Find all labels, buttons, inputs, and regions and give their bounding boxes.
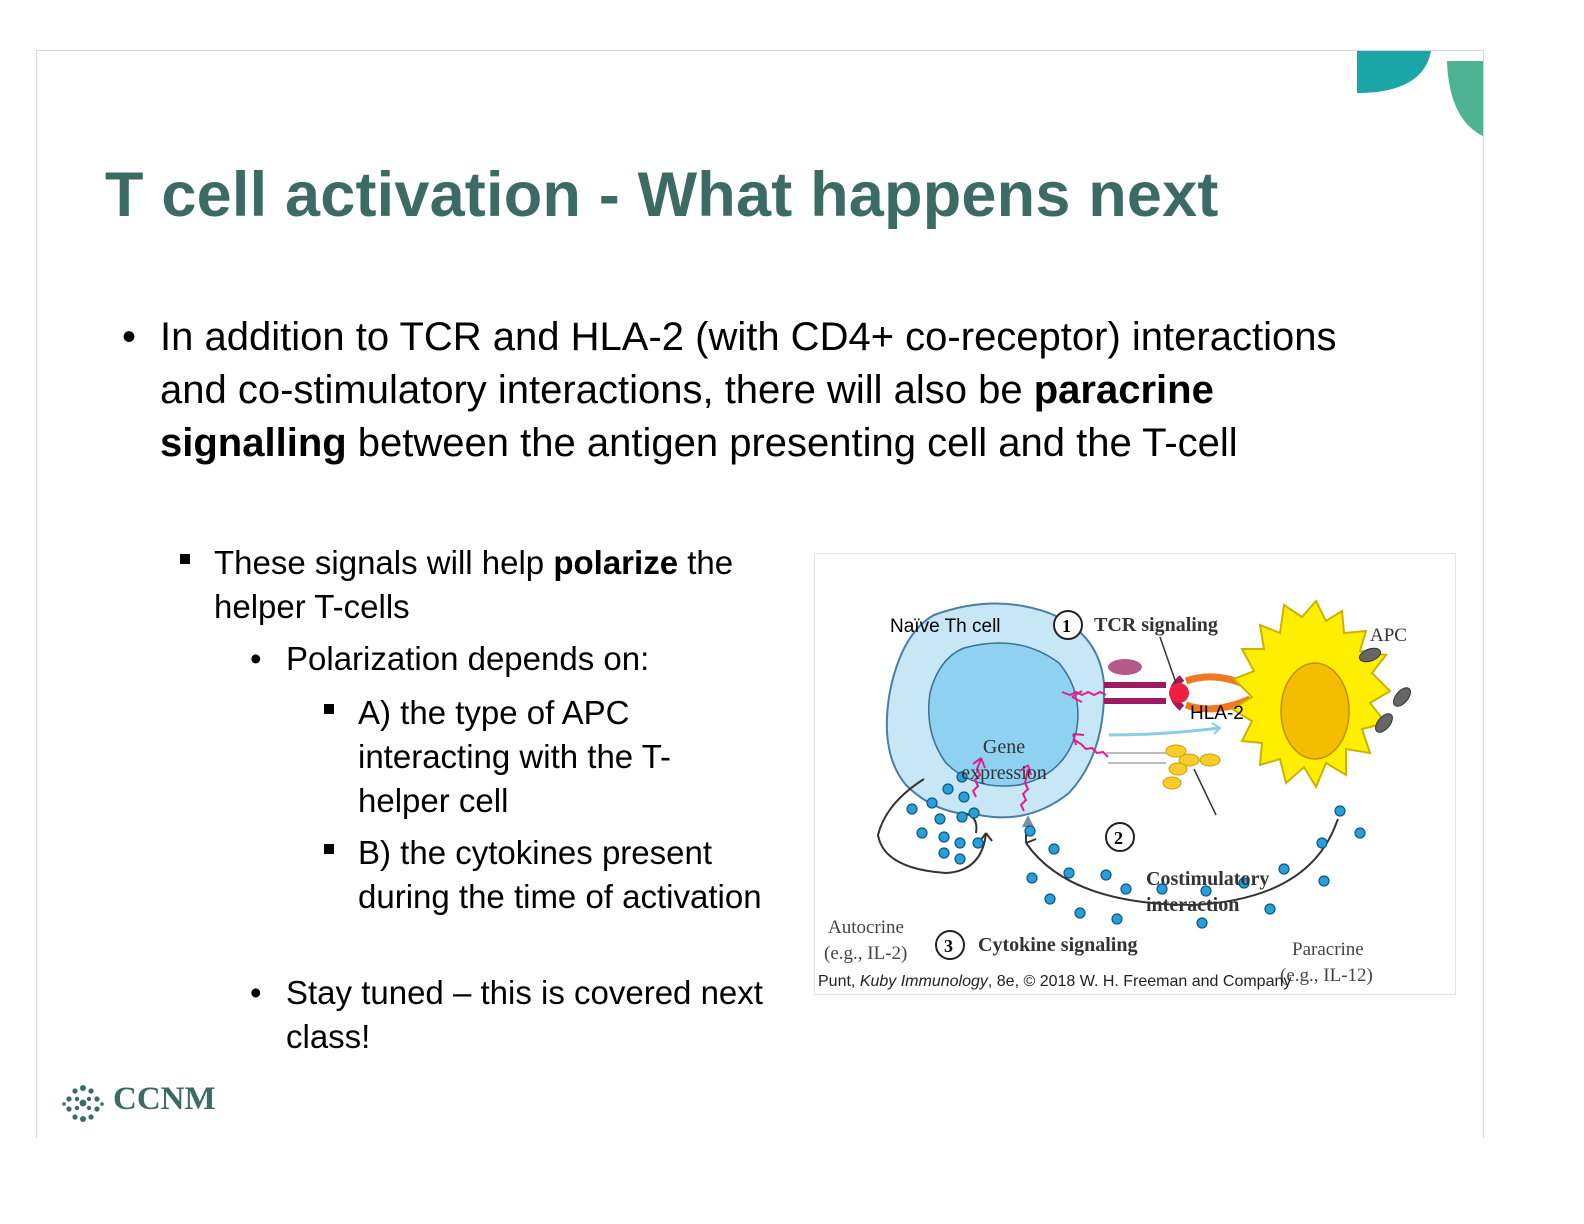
costim-line [1108, 726, 1220, 737]
bullet-text: A) the type of APC interacting with the … [358, 694, 672, 819]
apc-nucleus [1280, 662, 1350, 760]
ccnm-logo-mark-icon [62, 1085, 104, 1122]
t-cell-nucleus [927, 642, 1079, 787]
bullet-marker: • [250, 974, 262, 1011]
label-cytokine-signaling: Cytokine signaling [978, 934, 1137, 956]
label-costimulatory: Costimulatory [1146, 868, 1269, 890]
step1-circle [1053, 610, 1083, 640]
bullet-marker: • [250, 640, 262, 677]
cytokine-receptor [1022, 815, 1034, 827]
slide: T cell activation - What happens next • I… [36, 50, 1484, 1138]
bullet-text: Stay tuned – this is covered next class! [286, 974, 763, 1055]
square-bullet [324, 704, 334, 714]
bullet-bold-text: paracrine signalling [160, 368, 1214, 465]
corner-decoration [1357, 51, 1483, 136]
t-cell-activation-figure: Naïve Th cell 1 TCR signaling APC HLA-2 … [814, 553, 1456, 995]
bullet-paracrine: • In addition to TCR and HLA-2 (with CD4+… [122, 311, 1410, 470]
corner-leaf-teal [1357, 51, 1431, 93]
label-apc: APC [1370, 625, 1407, 646]
costim-leader-line [1193, 768, 1217, 816]
signal-arrows [971, 690, 1109, 812]
tcr-receptor [1104, 682, 1166, 704]
credit-author: Punt, [818, 973, 860, 990]
subbullet-apc-type: A) the type of APC interacting with the … [324, 691, 758, 823]
bullet-marker: • [122, 315, 137, 359]
step2-number: 2 [1114, 828, 1123, 848]
square-bullet [324, 844, 334, 854]
figure-credit: Punt, Kuby Immunology, 8e, © 2018 W. H. … [818, 973, 1291, 991]
costimulatory-molecules [1162, 744, 1221, 790]
label-paracrine-example: (e.g., IL-12) [1280, 965, 1373, 986]
subbullet-cytokines: B) the cytokines present during the time… [324, 831, 778, 919]
label-hla-2: HLA-2 [1190, 703, 1244, 724]
label-interaction: interaction [1146, 894, 1239, 916]
label-autocrine: Autocrine [828, 917, 904, 938]
ccnm-logo-text: CCNM [113, 1081, 216, 1117]
square-bullet [180, 554, 190, 564]
credit-book-title: Kuby Immunology [859, 973, 988, 990]
corner-leaf-green [1447, 61, 1483, 136]
bullet-text: Polarization depends on: [286, 640, 650, 677]
step3-number: 3 [944, 936, 953, 956]
subbullet-stay-tuned: • Stay tuned – this is covered next class… [250, 971, 766, 1059]
apc-organelles [1358, 647, 1411, 733]
subbullet-polarize: These signals will help polarize the hel… [180, 541, 774, 629]
credit-publisher: , 8e, © 2018 W. H. Freeman and Company [987, 973, 1292, 990]
label-expression: expression [961, 762, 1047, 784]
antigen-peptide [1169, 683, 1189, 703]
step3-circle [935, 930, 965, 960]
slide-title: T cell activation - What happens next [105, 160, 1219, 230]
step2-circle [1105, 822, 1135, 852]
bullet-text-end: between the antigen presenting cell and … [346, 421, 1238, 465]
co-receptor [1108, 659, 1142, 675]
bullet-text: B) the cytokines present during the time… [358, 834, 762, 915]
bullet-text-end: the helper T-cells [214, 544, 734, 625]
bullet-text: In addition to TCR and HLA-2 (with CD4+ … [160, 315, 1337, 412]
cytokine-dots [906, 771, 1366, 929]
step1-number: 1 [1062, 616, 1071, 636]
label-gene: Gene [983, 736, 1025, 758]
bullet-bold-text: polarize [553, 544, 679, 581]
paracrine-arc [1025, 828, 1335, 907]
label-naive-th-cell: Naïve Th cell [890, 616, 1001, 637]
tcr-leader-line [1159, 636, 1177, 684]
label-autocrine-example: (e.g., IL-2) [824, 943, 907, 964]
ccnm-logo: CCNM [61, 1081, 231, 1125]
bullet-text: These signals will help [214, 544, 554, 581]
subbullet-polarization-depends: • Polarization depends on: [250, 637, 766, 681]
autocrine-loop [876, 778, 987, 875]
label-paracrine: Paracrine [1292, 939, 1364, 960]
label-tcr-signaling: TCR signaling [1094, 614, 1218, 636]
